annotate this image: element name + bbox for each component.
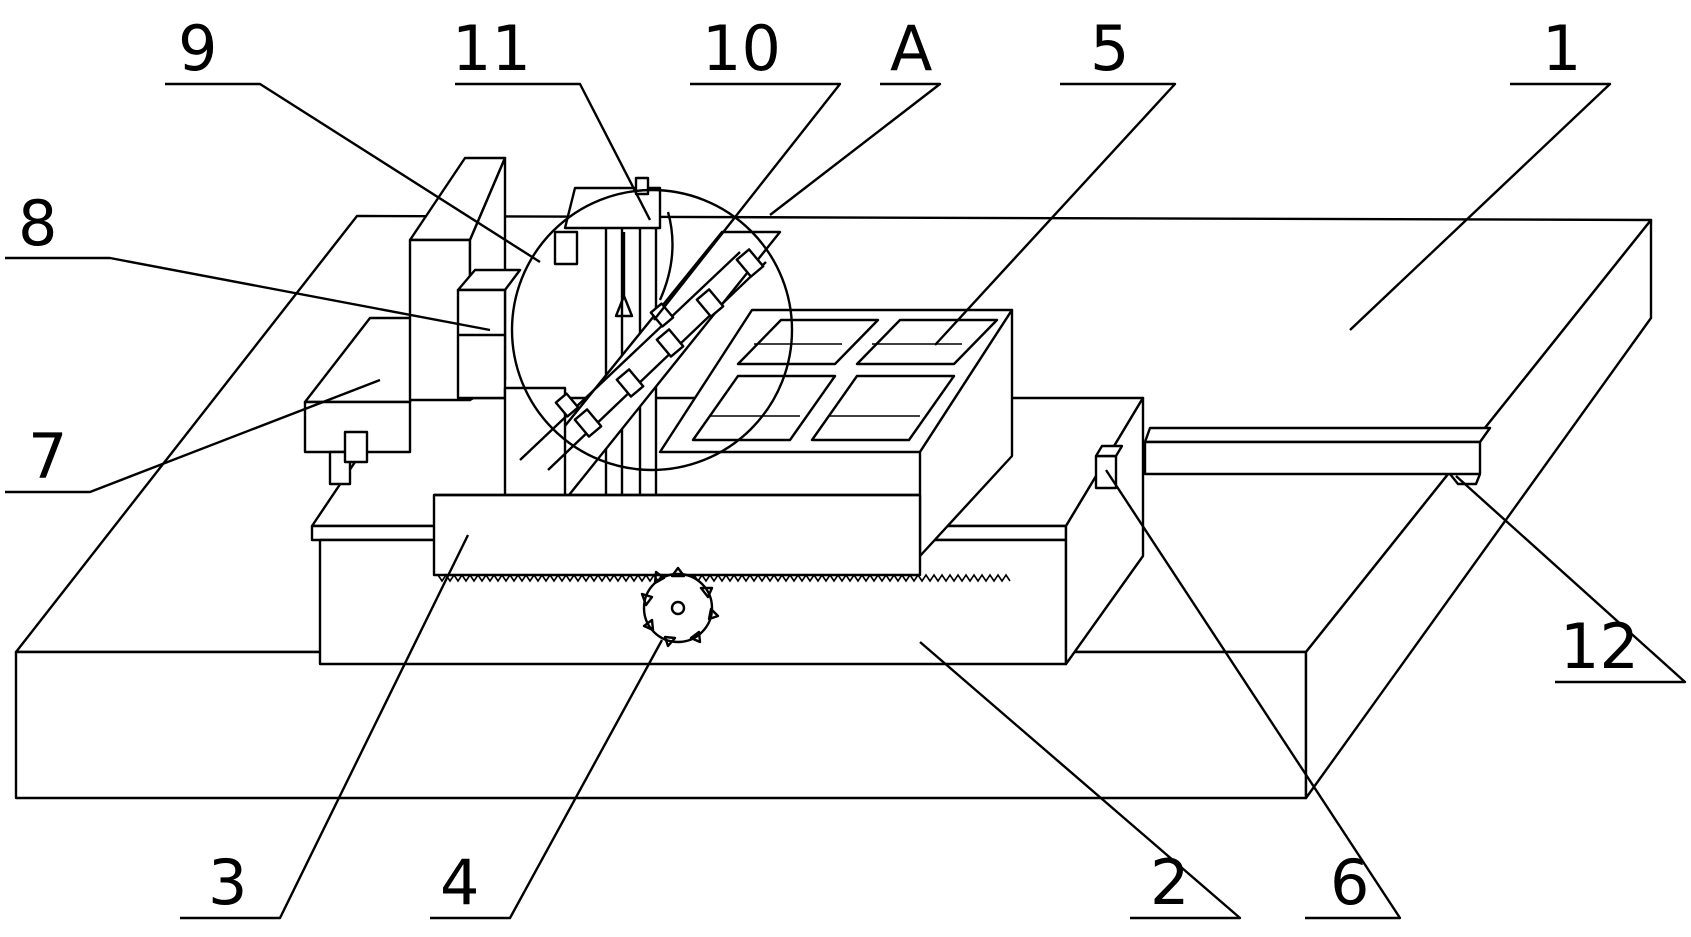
callout-1: 1 xyxy=(1542,12,1581,85)
leader-lines xyxy=(5,82,1687,920)
compartment-tray xyxy=(658,308,1014,558)
detail-circle-a xyxy=(510,188,794,472)
callout-9: 9 xyxy=(178,12,217,85)
callout-labels: 9 11 10 A 5 1 8 7 12 3 4 2 6 xyxy=(18,12,1639,919)
guide-rail xyxy=(1143,426,1492,486)
callout-5: 5 xyxy=(1090,12,1129,85)
rack-bar xyxy=(432,493,1011,583)
drive-gear xyxy=(640,566,720,648)
callout-8: 8 xyxy=(18,187,57,260)
callout-3: 3 xyxy=(208,846,247,919)
clamp-head xyxy=(553,176,674,318)
callout-7: 7 xyxy=(28,420,67,493)
slider-blocks xyxy=(1094,444,1124,490)
callout-4: 4 xyxy=(440,846,479,919)
left-support xyxy=(303,156,522,486)
callout-2: 2 xyxy=(1150,846,1189,919)
callout-12: 12 xyxy=(1560,610,1639,683)
callout-10: 10 xyxy=(702,12,781,85)
callout-a: A xyxy=(890,12,932,85)
callout-11: 11 xyxy=(452,12,531,85)
callout-6: 6 xyxy=(1330,846,1369,919)
